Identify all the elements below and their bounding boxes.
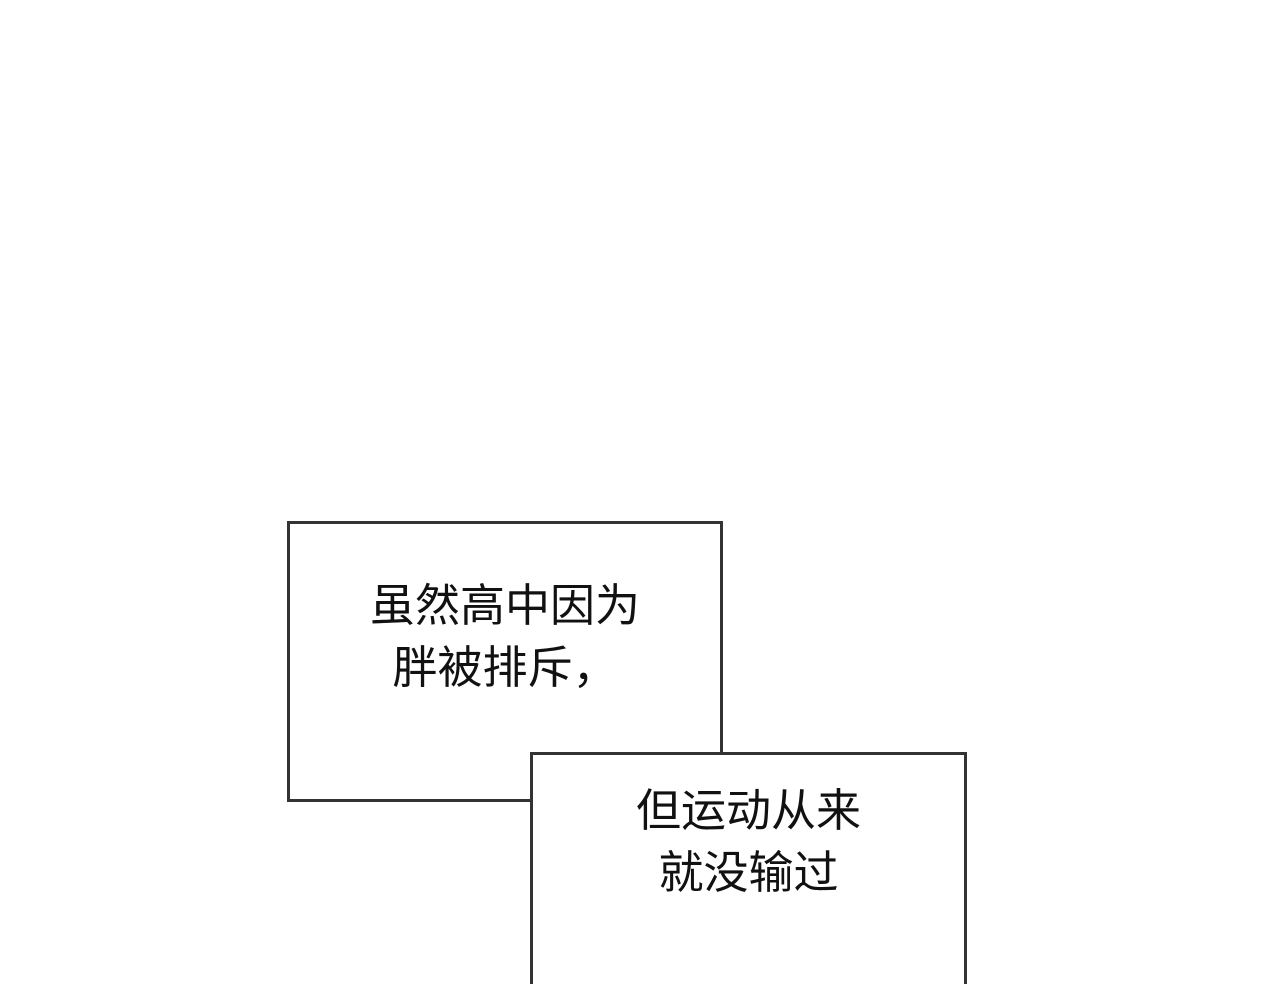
caption-1-line-1: 虽然高中因为	[369, 578, 640, 632]
caption-box-1: 虽然高中因为 胖被排斥，	[287, 521, 723, 802]
caption-2-line-2: 就没输过	[658, 846, 839, 899]
caption-2-line-1: 但运动从来	[635, 784, 861, 837]
caption-text-2: 但运动从来 就没输过	[636, 780, 861, 904]
caption-1-line-2: 胖被排斥，	[392, 640, 618, 694]
caption-text-1: 虽然高中因为 胖被排斥，	[370, 575, 640, 699]
caption-box-2: 但运动从来 就没输过	[530, 752, 967, 984]
